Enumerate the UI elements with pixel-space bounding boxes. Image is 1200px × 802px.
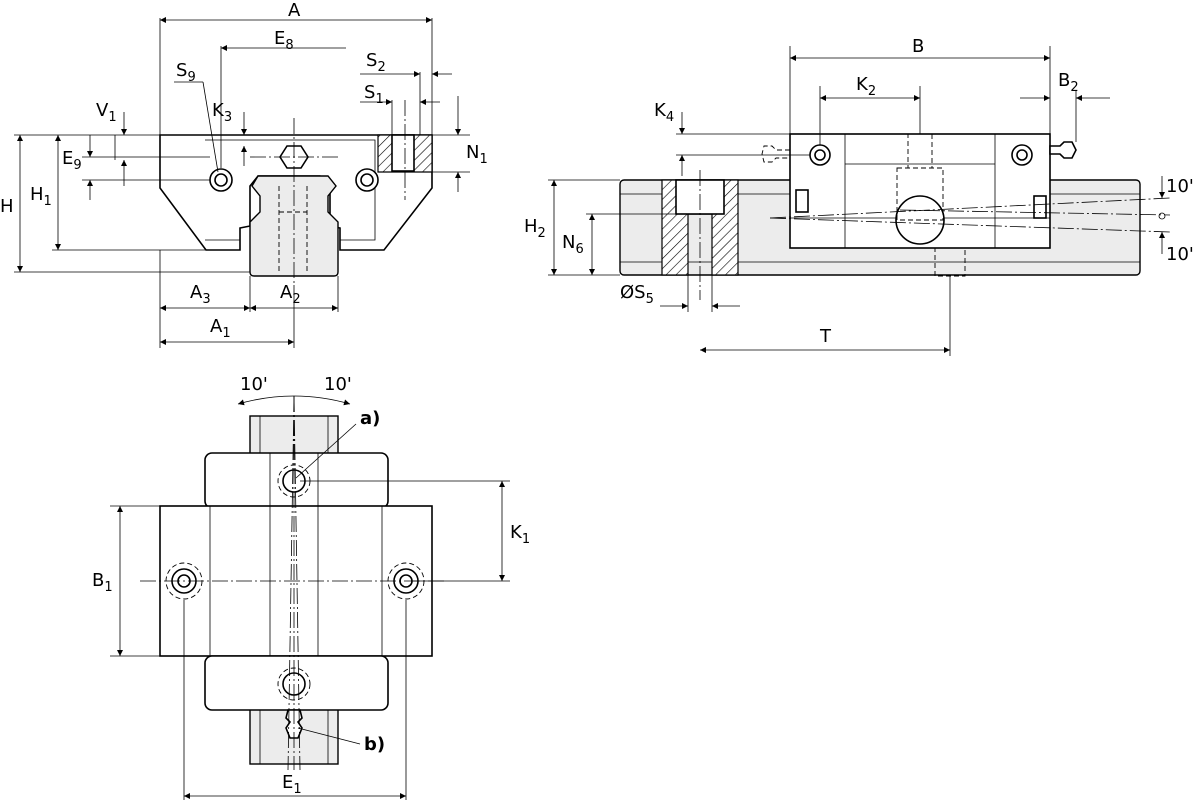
- side-view: [548, 46, 1171, 356]
- front-ball-left: [209, 168, 233, 192]
- label-H: H: [0, 196, 14, 217]
- label-H1: H1: [30, 184, 52, 209]
- side-end-seal-right: [1011, 144, 1047, 219]
- front-view: [14, 18, 470, 348]
- label-note-a: a): [360, 408, 380, 429]
- label-S9: S9: [176, 60, 196, 85]
- label-H2: H2: [524, 216, 546, 241]
- label-B: B: [912, 36, 924, 57]
- label-S5: ØS5: [620, 282, 654, 307]
- label-B1: B1: [92, 570, 113, 595]
- label-B2: B2: [1058, 70, 1079, 95]
- top-view: [110, 395, 510, 800]
- label-K2: K2: [856, 74, 876, 99]
- label-A1: A1: [210, 316, 231, 341]
- label-A2: A2: [280, 282, 301, 307]
- side-dimensions: [551, 55, 1165, 353]
- label-tilt-right: 10': [324, 374, 352, 395]
- label-E9: E9: [62, 148, 82, 173]
- front-dimensions: [17, 17, 461, 345]
- label-tilt-top: 10': [1166, 176, 1194, 197]
- label-K4: K4: [654, 100, 674, 125]
- label-S2: S2: [366, 50, 386, 75]
- label-E8: E8: [274, 28, 294, 53]
- label-T: T: [819, 326, 832, 347]
- side-grease-nipple-left: [761, 145, 790, 163]
- label-K3: K3: [212, 100, 232, 125]
- label-tilt-left: 10': [240, 374, 268, 395]
- label-N1: N1: [466, 142, 488, 167]
- top-dimensions: [117, 481, 505, 799]
- side-grease-nipple-right: [1049, 141, 1077, 159]
- label-V1: V1: [96, 100, 117, 125]
- label-A: A: [288, 0, 301, 21]
- label-S1: S1: [364, 82, 384, 107]
- label-E1: E1: [282, 772, 302, 797]
- label-N6: N6: [562, 232, 584, 257]
- front-grease-port: [391, 134, 415, 172]
- front-ball-right: [355, 168, 379, 192]
- label-note-b: b): [364, 734, 385, 755]
- label-tilt-bottom: 10': [1166, 244, 1194, 265]
- front-inner-recess: [205, 139, 376, 241]
- label-K1: K1: [510, 522, 530, 547]
- label-A3: A3: [190, 282, 211, 307]
